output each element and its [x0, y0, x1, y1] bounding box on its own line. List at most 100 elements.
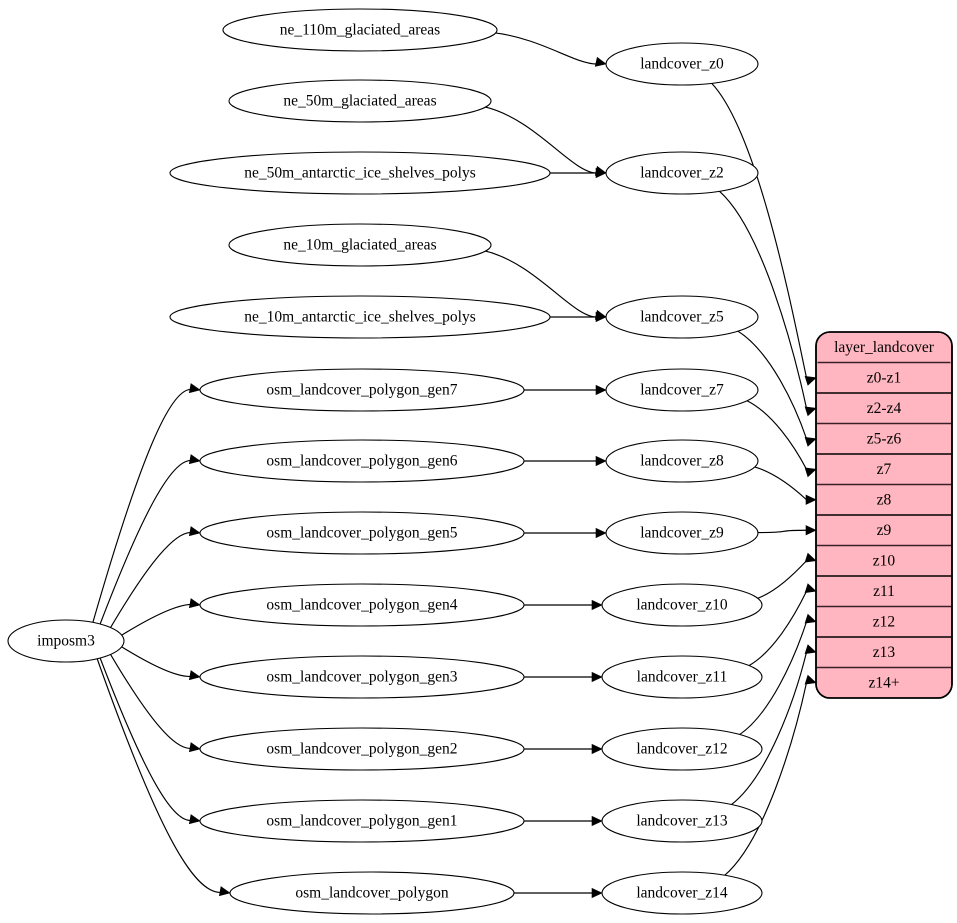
node-landcover_z5-shape	[605, 295, 759, 339]
edge-imposm3-to-osm_landcover_polygon_gen3-arrowhead	[188, 670, 201, 681]
edge-osm_landcover_polygon_gen2-to-landcover_z12-arrowhead	[591, 743, 603, 755]
node-osm_landcover_polygon_gen3[interactable]: osm_landcover_polygon_gen3	[199, 655, 525, 699]
edge-landcover_z13-to-layer_landcover-z13	[730, 652, 808, 806]
edge-osm_landcover_polygon_gen1-to-landcover_z13-arrowhead	[591, 815, 603, 827]
edge-osm_landcover_polygon_gen7-to-landcover_z7-arrowhead	[595, 384, 607, 396]
node-osm_landcover_polygon_gen4-shape	[199, 583, 525, 627]
edge-osm_landcover_polygon_gen3-to-landcover_z11-arrowhead	[591, 671, 603, 683]
edge-imposm3-to-osm_landcover_polygon_gen5-arrowhead	[188, 526, 201, 537]
edge-ne_10m_glaciated_areas-to-landcover_z5	[484, 250, 597, 318]
edge-imposm3-to-osm_landcover_polygon_gen7	[92, 388, 191, 624]
node-osm_landcover_polygon-shape	[229, 871, 515, 915]
node-landcover_z12-shape	[601, 727, 763, 771]
edge-imposm3-to-osm_landcover_polygon	[96, 658, 221, 893]
edge-landcover_z14-to-layer_landcover-z14--arrowhead	[804, 674, 817, 685]
edge-ne_50m_glaciated_areas-to-landcover_z2	[484, 106, 597, 174]
node-landcover_z8[interactable]: landcover_z8	[605, 439, 759, 483]
node-landcover_z7-shape	[605, 368, 759, 412]
edge-landcover_z9-to-layer_landcover-z9	[757, 529, 807, 534]
node-ne_10m_glaciated_areas-shape	[228, 223, 492, 267]
edge-landcover_z5-to-layer_landcover-z5-z6	[737, 330, 808, 439]
node-landcover_z10[interactable]: landcover_z10	[601, 583, 763, 627]
node-landcover_z8-shape	[605, 439, 759, 483]
node-osm_landcover_polygon_gen5-shape	[199, 511, 525, 555]
edge-landcover_z14-to-layer_landcover-z14-	[724, 682, 808, 876]
node-ne_50m_glaciated_areas[interactable]: ne_50m_glaciated_areas	[228, 79, 492, 123]
node-osm_landcover_polygon_gen3-shape	[199, 655, 525, 699]
node-landcover_z10-shape	[601, 583, 763, 627]
node-osm_landcover_polygon_gen7[interactable]: osm_landcover_polygon_gen7	[199, 368, 525, 412]
node-ne_110m_glaciated_areas-shape	[222, 8, 498, 52]
node-landcover_z9-shape	[605, 511, 759, 555]
edge-ne_50m_antarctic_ice_shelves_polys-to-landcover_z2-arrowhead	[595, 167, 607, 179]
edge-osm_landcover_polygon_gen4-to-landcover_z10-arrowhead	[591, 599, 603, 611]
edge-imposm3-to-osm_landcover_polygon_gen3	[120, 645, 191, 677]
node-landcover_z13-shape	[601, 799, 763, 843]
node-osm_landcover_polygon_gen1[interactable]: osm_landcover_polygon_gen1	[199, 799, 525, 843]
edge-landcover_z8-to-layer_landcover-z8-arrowhead	[805, 494, 817, 505]
edge-landcover_z12-to-layer_landcover-z12	[739, 621, 808, 736]
node-osm_landcover_polygon_gen1-shape	[199, 799, 525, 843]
edge-imposm3-to-osm_landcover_polygon_gen2-arrowhead	[188, 742, 201, 753]
node-osm_landcover_polygon_gen5[interactable]: osm_landcover_polygon_gen5	[199, 511, 525, 555]
edge-imposm3-to-osm_landcover_polygon_gen1-arrowhead	[188, 814, 201, 825]
edge-landcover_z8-to-layer_landcover-z8	[754, 466, 807, 501]
edge-imposm3-to-osm_landcover_polygon-arrowhead	[218, 886, 231, 897]
edge-imposm3-to-osm_landcover_polygon_gen6-arrowhead	[188, 454, 201, 465]
nodes-layer: imposm3 ne_110m_glaciated_areas ne_50m_gla…	[7, 8, 763, 915]
node-ne_10m_glaciated_areas[interactable]: ne_10m_glaciated_areas	[228, 223, 492, 267]
node-landcover_z7[interactable]: landcover_z7	[605, 368, 759, 412]
edge-landcover_z9-to-layer_landcover-z9-arrowhead	[805, 525, 817, 536]
node-osm_landcover_polygon_gen7-shape	[199, 368, 525, 412]
edge-landcover_z11-to-layer_landcover-z11	[748, 590, 808, 667]
edge-osm_landcover_polygon_gen5-to-landcover_z9-arrowhead	[595, 527, 607, 539]
node-landcover_z14-shape	[601, 871, 763, 915]
node-landcover_z2[interactable]: landcover_z2	[605, 151, 759, 195]
edge-landcover_z10-to-layer_landcover-z10	[757, 560, 807, 600]
edge-landcover_z7-to-layer_landcover-z7	[746, 400, 808, 470]
edge-landcover_z0-to-layer_landcover-z0-z1	[711, 82, 808, 378]
edge-ne_110m_glaciated_areas-to-landcover_z0	[494, 32, 597, 65]
edge-imposm3-to-osm_landcover_polygon_gen7-arrowhead	[188, 383, 201, 394]
node-ne_110m_glaciated_areas[interactable]: ne_110m_glaciated_areas	[222, 8, 498, 52]
edge-imposm3-to-osm_landcover_polygon_gen6	[99, 459, 191, 625]
edge-landcover_z10-to-layer_landcover-z10-arrowhead	[804, 552, 817, 563]
edge-imposm3-to-osm_landcover_polygon_gen2	[109, 653, 191, 749]
node-landcover_z11-shape	[601, 655, 763, 699]
node-ne_10m_antarctic_ice_shelves_polys[interactable]: ne_10m_antarctic_ice_shelves_polys	[169, 295, 551, 339]
node-osm_landcover_polygon_gen6[interactable]: osm_landcover_polygon_gen6	[199, 439, 525, 483]
edge-landcover_z7-to-layer_landcover-z7-arrowhead	[804, 467, 817, 478]
node-landcover_z9[interactable]: landcover_z9	[605, 511, 759, 555]
node-ne_50m_antarctic_ice_shelves_polys-shape	[169, 151, 551, 195]
edge-landcover_z0-to-layer_landcover-z0-z1-arrowhead	[804, 376, 817, 386]
node-landcover_z5[interactable]: landcover_z5	[605, 295, 759, 339]
node-osm_landcover_polygon_gen4[interactable]: osm_landcover_polygon_gen4	[199, 583, 525, 627]
layer-landcover-table[interactable]: layer_landcoverz0-z1z2-z4z5-z6z7z8z9z10z…	[815, 331, 953, 699]
edge-landcover_z2-to-layer_landcover-z2-z4-arrowhead	[804, 406, 817, 417]
edge-osm_landcover_polygon-to-landcover_z14-arrowhead	[591, 887, 603, 899]
layer-table-outline	[815, 331, 953, 699]
node-landcover_z12[interactable]: landcover_z12	[601, 727, 763, 771]
edge-imposm3-to-osm_landcover_polygon_gen4	[120, 603, 191, 637]
node-landcover_z0[interactable]: landcover_z0	[605, 42, 759, 86]
node-landcover_z14[interactable]: landcover_z14	[601, 871, 763, 915]
edge-imposm3-to-osm_landcover_polygon_gen4-arrowhead	[188, 598, 201, 609]
node-ne_50m_antarctic_ice_shelves_polys[interactable]: ne_50m_antarctic_ice_shelves_polys	[169, 151, 551, 195]
node-landcover_z0-shape	[605, 42, 759, 86]
node-osm_landcover_polygon[interactable]: osm_landcover_polygon	[229, 871, 515, 915]
edge-landcover_z13-to-layer_landcover-z13-arrowhead	[804, 644, 817, 654]
edge-osm_landcover_polygon_gen6-to-landcover_z8-arrowhead	[595, 455, 607, 467]
node-osm_landcover_polygon_gen2[interactable]: osm_landcover_polygon_gen2	[199, 727, 525, 771]
edge-imposm3-to-osm_landcover_polygon_gen1	[99, 657, 191, 821]
edges-layer	[92, 32, 817, 899]
node-ne_10m_antarctic_ice_shelves_polys-shape	[169, 295, 551, 339]
node-landcover_z11[interactable]: landcover_z11	[601, 655, 763, 699]
node-landcover_z13[interactable]: landcover_z13	[601, 799, 763, 843]
edge-landcover_z11-to-layer_landcover-z11-arrowhead	[804, 583, 817, 593]
edge-imposm3-to-osm_landcover_polygon_gen5	[109, 531, 191, 629]
edge-ne_110m_glaciated_areas-to-landcover_z0-arrowhead	[594, 56, 607, 67]
edge-landcover_z2-to-layer_landcover-z2-z4	[718, 190, 808, 409]
edge-landcover_z5-to-layer_landcover-z5-z6-arrowhead	[804, 437, 817, 447]
node-imposm3[interactable]: imposm3	[7, 619, 125, 663]
